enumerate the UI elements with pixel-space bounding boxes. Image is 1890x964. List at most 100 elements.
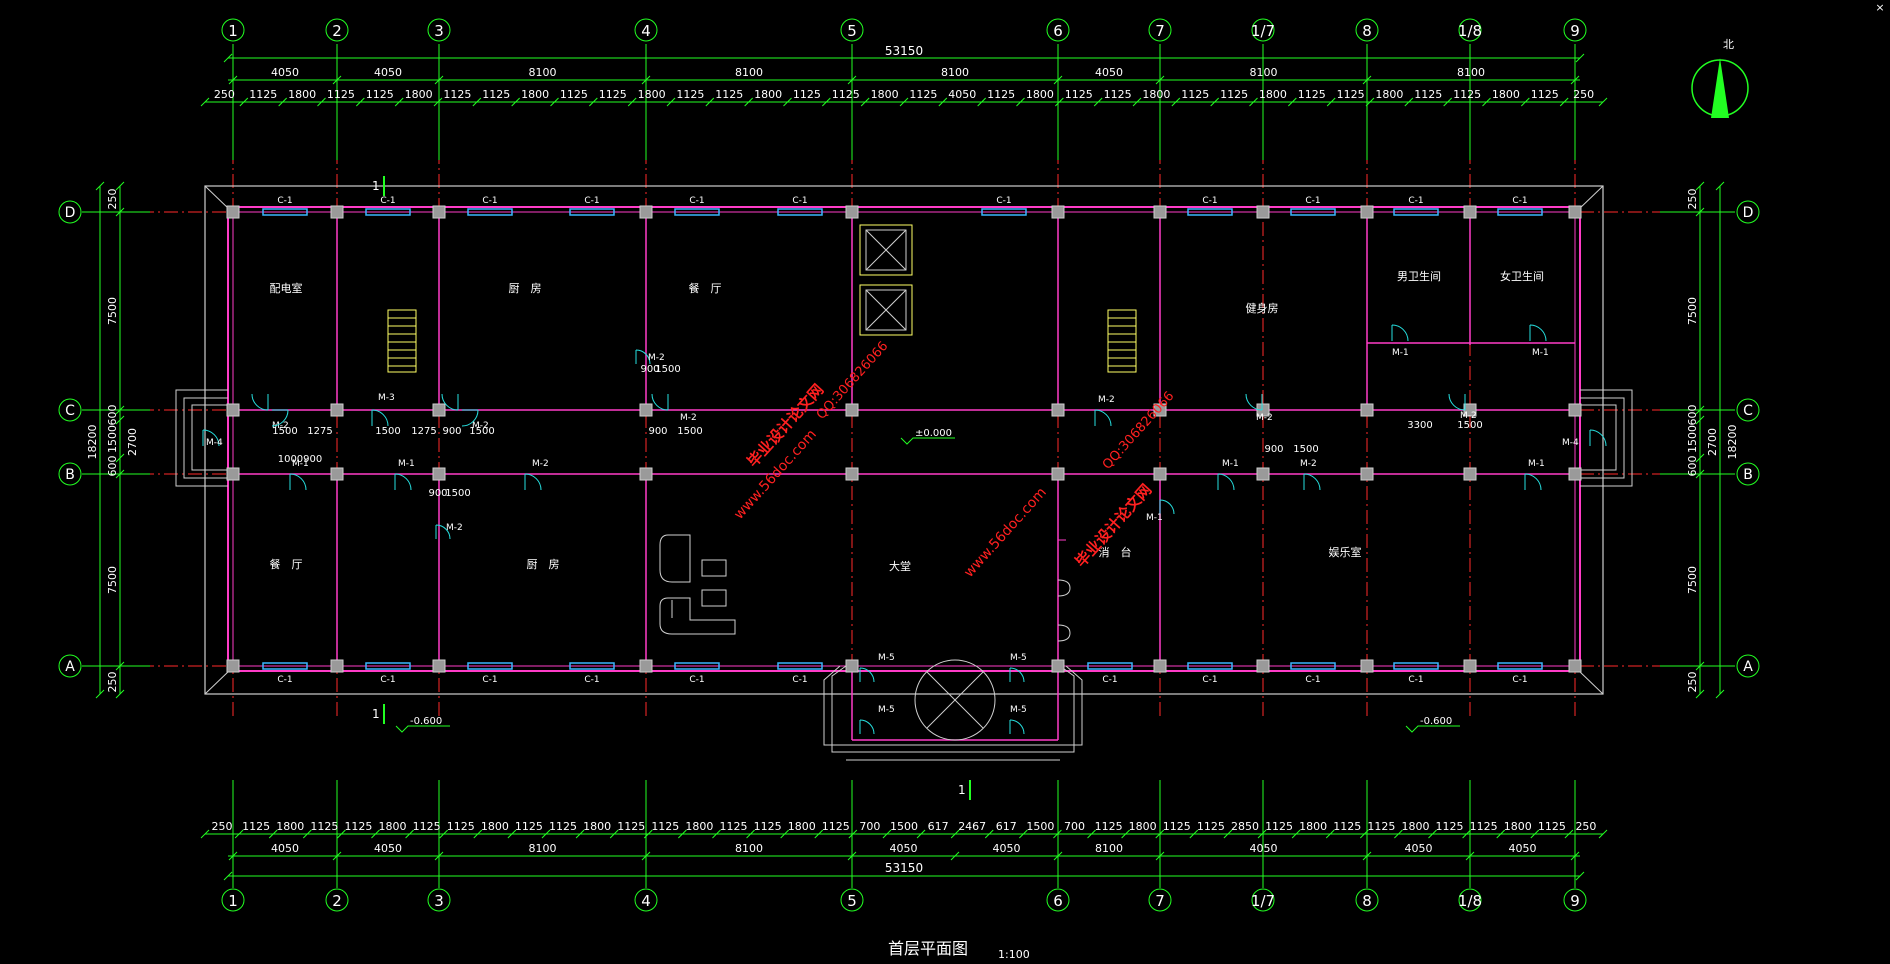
axis-label-bottom: 7 xyxy=(1155,892,1165,910)
door-swing xyxy=(651,393,669,411)
dim-tick xyxy=(1695,207,1705,217)
dim-bottom-3: 1800 xyxy=(276,820,304,833)
dim-tick xyxy=(95,181,105,191)
axis-label-bottom: 5 xyxy=(847,892,857,910)
dim-top-3: 1125 xyxy=(715,88,743,101)
room-label: 厨 房 xyxy=(527,558,560,571)
dim-top-3: 1800 xyxy=(1492,88,1520,101)
dim-tick xyxy=(1482,97,1491,107)
door-swing xyxy=(251,393,269,411)
dim-tick xyxy=(394,97,404,107)
room-label: 男卫生间 xyxy=(1397,269,1441,283)
dim-tick xyxy=(1496,829,1506,839)
drawing-scale: 1:100 xyxy=(998,948,1030,961)
column xyxy=(1153,205,1167,219)
dim-bottom-3: 1125 xyxy=(1367,820,1395,833)
dim-right-total: 18200 xyxy=(1726,425,1739,460)
dim-tick xyxy=(1695,469,1705,479)
dim-tick xyxy=(1287,97,1297,107)
door-swing xyxy=(435,524,451,540)
dim-tick xyxy=(1087,829,1096,839)
dim-tick xyxy=(1598,829,1608,839)
column xyxy=(1051,467,1065,481)
north-arrow: 北 xyxy=(1691,38,1749,118)
dim-right-mid: 2700 xyxy=(1706,428,1719,456)
dim-tick xyxy=(1155,75,1165,85)
dim-tick xyxy=(1564,829,1574,839)
dim-tick xyxy=(115,415,125,425)
door-swing xyxy=(859,667,875,683)
dim-bottom-2: 4050 xyxy=(1405,842,1433,855)
door-label: M-2 xyxy=(532,459,549,469)
dim-top-3: 1125 xyxy=(327,88,355,101)
axis-bubble-top xyxy=(840,18,864,42)
dim-right: 7500 xyxy=(1686,566,1699,594)
column xyxy=(1256,467,1270,481)
window-label: C-1 xyxy=(380,196,395,206)
axis-label-top: 3 xyxy=(434,22,444,40)
elevation-label: -0.600 xyxy=(410,716,442,727)
dim-tick xyxy=(228,851,238,861)
window-label: C-1 xyxy=(792,196,807,206)
dim-tick xyxy=(95,689,105,699)
dim-bottom-3: 1125 xyxy=(549,820,577,833)
corridor-dim: 1275 xyxy=(411,426,436,437)
window-label: C-1 xyxy=(584,675,599,685)
labels: 配电室厨 房餐 厅健身房男卫生间女卫生间餐 厅厨 房大堂消 台娱乐室±0.000… xyxy=(270,176,1544,800)
dim-top-3: 1125 xyxy=(482,88,510,101)
dim-top-3: 1125 xyxy=(1181,88,1209,101)
dim-bottom-3: 1125 xyxy=(242,820,270,833)
dim-bottom-3: 1125 xyxy=(515,820,543,833)
column xyxy=(432,205,446,219)
axis-label-bottom: 3 xyxy=(434,892,444,910)
room-label: 餐 厅 xyxy=(270,557,303,571)
column xyxy=(1256,659,1270,673)
room-label: 健身房 xyxy=(1246,301,1279,315)
axis-bubble-top xyxy=(634,18,658,42)
dim-tick xyxy=(1155,829,1165,839)
axis-bubble-top xyxy=(1046,18,1070,42)
dim-bottom-2: 8100 xyxy=(529,842,557,855)
door-swing xyxy=(1009,667,1025,683)
dim-tick xyxy=(1598,97,1608,107)
dim-tick xyxy=(439,829,449,839)
dim-tick xyxy=(984,829,994,839)
column xyxy=(1568,659,1582,673)
column xyxy=(1256,403,1270,417)
dim-top-3: 1800 xyxy=(871,88,899,101)
window xyxy=(569,208,615,216)
dim-tick xyxy=(938,97,948,107)
dim-bottom-3: 1125 xyxy=(1436,820,1464,833)
dim-tick xyxy=(1695,453,1705,463)
dim-tick xyxy=(1428,829,1437,839)
dim-tick xyxy=(1530,829,1540,839)
dim-bottom-3: 1125 xyxy=(1538,820,1566,833)
dim-bottom-2: 4050 xyxy=(1509,842,1537,855)
column xyxy=(432,467,446,481)
dim-tick xyxy=(627,97,637,107)
axis-bubble-right xyxy=(1736,654,1760,678)
dim-top-3: 1800 xyxy=(288,88,316,101)
dim-top-3: 1125 xyxy=(1337,88,1365,101)
close-icon[interactable]: × xyxy=(1875,1,1885,14)
dim-tick xyxy=(550,97,559,107)
dim-tick xyxy=(472,97,482,107)
dim-top-3: 1125 xyxy=(1298,88,1326,101)
window-label: C-1 xyxy=(1305,675,1320,685)
elevation-mark xyxy=(395,725,450,733)
dim-tick xyxy=(746,829,755,839)
axis-label-bottom: 4 xyxy=(641,892,651,910)
dim-right: 1500 xyxy=(1686,425,1699,453)
door-label: M-2 xyxy=(1098,395,1115,405)
axis-label-top: 2 xyxy=(332,22,342,40)
corridor-dim: 1275 xyxy=(307,426,332,437)
elevation-label: ±0.000 xyxy=(915,428,952,439)
dim-tick xyxy=(641,75,651,85)
window xyxy=(1187,208,1233,216)
axis-label-top: 5 xyxy=(847,22,857,40)
dim-tick xyxy=(678,829,687,839)
dim-tick xyxy=(1695,405,1705,415)
dim-bottom-3: 1125 xyxy=(310,820,338,833)
axis-bubble-bottom xyxy=(325,888,349,912)
dim-bottom-3: 1125 xyxy=(1265,820,1293,833)
